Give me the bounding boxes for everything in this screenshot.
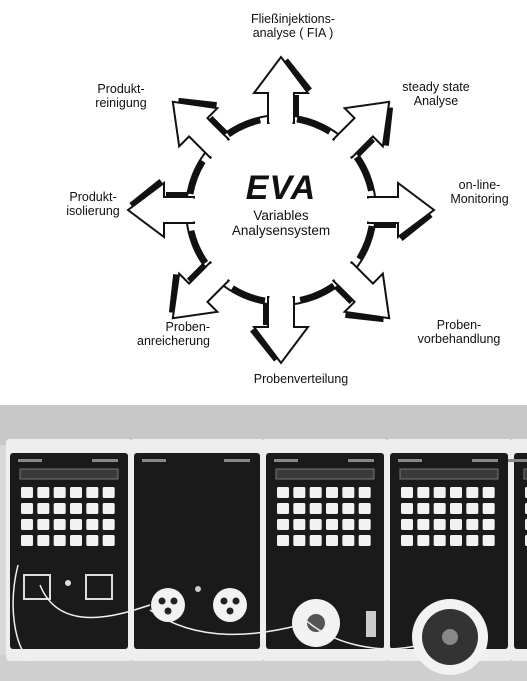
label-probenvorbehandlung: Proben- vorbehandlung — [417, 318, 501, 346]
instrument-module-3 — [262, 439, 388, 661]
shadow-arc — [353, 155, 374, 192]
shadow-arc — [296, 116, 332, 135]
instrument-module-5 — [508, 439, 527, 661]
arrow-anreicherung — [168, 260, 231, 320]
analyzer-modules-photo — [0, 405, 527, 681]
arrow-vorbehandlung — [331, 260, 391, 323]
label-fia: Fließinjektions- analyse ( FIA ) — [250, 12, 336, 40]
tubing — [39, 584, 151, 619]
arrow-steady — [331, 100, 394, 160]
shadow-arc — [230, 285, 266, 304]
hub-subtitle-text: Variables Analysensystem — [231, 208, 331, 238]
label-produktreinigung: Produkt- reinigung — [95, 82, 147, 110]
hub-subtitle: Variables Analysensystem — [201, 208, 361, 238]
label-monitoring: on-line- Monitoring — [450, 178, 509, 206]
arrow-fia — [252, 55, 312, 125]
instrument-module-2 — [130, 439, 264, 661]
tubing — [12, 564, 31, 662]
eva-diagram: EVA Variables Analysensystem Fließinjekt… — [66, 12, 509, 386]
arrow-isolierung — [126, 179, 196, 239]
label-steady-state: steady state Analyse — [402, 80, 470, 108]
instrument-photo — [0, 405, 527, 681]
shadow-arc — [356, 225, 375, 261]
instrument-module-4 — [386, 439, 512, 675]
label-produktisolierung: Produkt- isolierung — [66, 190, 120, 218]
arrow-monitoring — [366, 181, 436, 241]
arrow-reinigung — [171, 97, 231, 160]
shadow-arc — [188, 229, 209, 265]
shadow-arc — [187, 159, 206, 195]
shadow-arc — [299, 282, 336, 303]
label-probenanreicherung: Proben- anreicherung — [137, 320, 210, 348]
eva-star-diagram — [126, 55, 436, 365]
label-probenverteilung: Probenverteilung — [253, 372, 349, 386]
hub-title: EVA — [245, 169, 317, 207]
tubing — [299, 614, 421, 650]
arrow-verteilung — [250, 295, 310, 365]
instrument-module-1 — [6, 439, 132, 661]
tubing — [149, 609, 301, 636]
shadow-arc — [226, 117, 262, 138]
